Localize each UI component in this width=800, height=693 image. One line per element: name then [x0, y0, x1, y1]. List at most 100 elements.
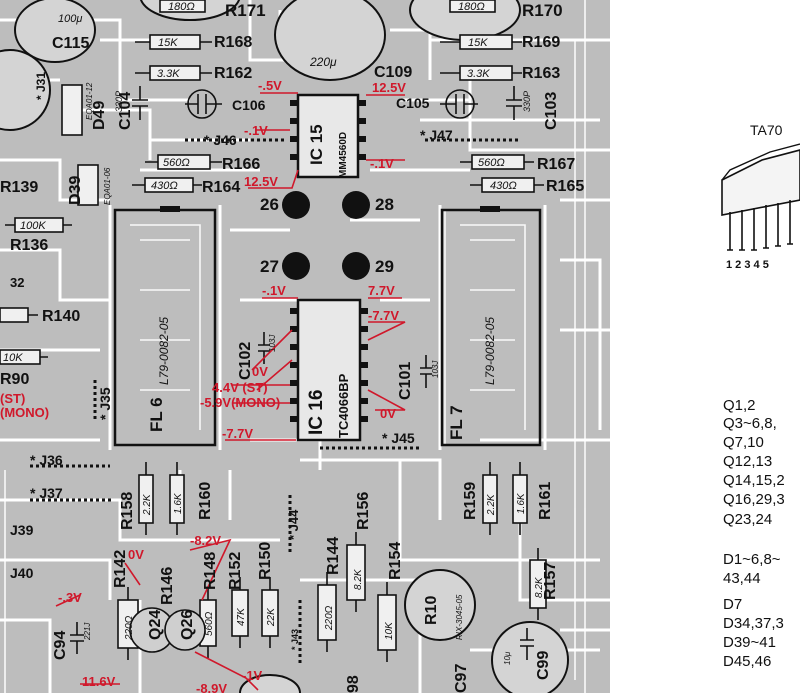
svg-text:D49: D49: [91, 101, 108, 130]
svg-text:180Ω: 180Ω: [458, 1, 485, 13]
pcb-layout: R171 R170 180Ω 180Ω 100μ C115 R168 R169 …: [0, 0, 610, 693]
legend-item: Q14,15,2: [723, 472, 785, 489]
svg-text:11.6V: 11.6V: [82, 674, 116, 689]
svg-text:-.1V: -.1V: [370, 156, 394, 171]
svg-text:EQA01-12: EQA01-12: [85, 82, 94, 120]
svg-text:R169: R169: [522, 34, 560, 51]
svg-text:C115: C115: [52, 35, 89, 52]
svg-text:R144: R144: [325, 537, 342, 575]
svg-text:430Ω: 430Ω: [151, 180, 178, 192]
svg-text:R148: R148: [202, 552, 219, 590]
svg-text:R158: R158: [119, 492, 136, 530]
svg-text:0V: 0V: [380, 406, 396, 421]
pad-28: [342, 191, 370, 219]
svg-text:-5.9V(MONO): -5.9V(MONO): [200, 395, 280, 410]
svg-text:29: 29: [375, 257, 394, 276]
svg-text:560Ω: 560Ω: [163, 157, 190, 169]
svg-text:FL 7: FL 7: [447, 405, 466, 440]
svg-text:-7.7V: -7.7V: [368, 308, 399, 323]
svg-text:R136: R136: [10, 237, 48, 254]
svg-text:(ST): (ST): [0, 391, 25, 406]
copper-traces: [0, 0, 610, 693]
svg-text:15K: 15K: [468, 37, 488, 49]
svg-text:560Ω: 560Ω: [478, 157, 505, 169]
svg-text:26: 26: [260, 195, 279, 214]
svg-text:C94: C94: [52, 631, 69, 660]
svg-text:8.2K: 8.2K: [534, 576, 545, 598]
svg-text:103J: 103J: [268, 334, 277, 352]
svg-text:R166: R166: [222, 156, 260, 173]
pad-27: [282, 252, 310, 280]
svg-text:D39: D39: [67, 176, 84, 205]
svg-text:R171: R171: [225, 1, 266, 20]
svg-text:330P: 330P: [522, 91, 532, 112]
svg-text:100K: 100K: [20, 220, 46, 232]
svg-text:R165: R165: [546, 178, 584, 195]
svg-text:C104: C104: [117, 92, 134, 130]
legend-item: D1~6,8~: [723, 551, 781, 568]
svg-text:560Ω: 560Ω: [204, 611, 215, 636]
svg-text:C105: C105: [396, 95, 430, 111]
ic-pin-numbers: 1 2 3 4 5: [726, 259, 769, 271]
svg-text:R159: R159: [462, 482, 479, 520]
svg-text:-8.9V: -8.9V: [196, 681, 227, 693]
ic-package-drawing: TA70 1 2 3 4 5: [721, 122, 800, 271]
svg-text:32: 32: [10, 275, 24, 290]
svg-text:C99: C99: [535, 651, 552, 680]
legend-item: Q23,24: [723, 511, 773, 528]
svg-text:R170: R170: [522, 1, 563, 20]
svg-text:R142: R142: [112, 550, 129, 588]
svg-text:MM4560D: MM4560D: [338, 132, 349, 178]
svg-text:98: 98: [345, 675, 362, 693]
legend-item: Q12,13: [723, 453, 773, 470]
svg-text:-8.2V: -8.2V: [190, 533, 221, 548]
svg-text:L79-0082-05: L79-0082-05: [157, 317, 171, 385]
svg-text:2.2K: 2.2K: [486, 493, 497, 516]
legend-panel: TA70 1 2 3 4 5 Q1,2 Q3~6,8, Q7,10 Q12,13…: [612, 0, 800, 693]
legend-item: Q1,2: [723, 397, 756, 414]
svg-text:R163: R163: [522, 65, 560, 82]
svg-text:R161: R161: [537, 482, 554, 520]
svg-text:-1V: -1V: [242, 668, 263, 683]
ic16-body: [296, 298, 362, 442]
svg-text:C97: C97: [453, 664, 470, 693]
svg-text:221J: 221J: [83, 622, 92, 641]
svg-text:R139: R139: [0, 179, 38, 196]
svg-text:R157: R157: [542, 562, 559, 600]
svg-text:Q26: Q26: [179, 610, 196, 640]
svg-text:28: 28: [375, 195, 394, 214]
svg-text:1.6K: 1.6K: [173, 492, 184, 514]
svg-text:EQA01-06: EQA01-06: [103, 167, 112, 205]
svg-text:0V: 0V: [128, 547, 144, 562]
svg-text:8.2K: 8.2K: [353, 568, 364, 590]
svg-text:10K: 10K: [384, 621, 395, 640]
svg-text:12.5V: 12.5V: [244, 174, 278, 189]
svg-text:FL 6: FL 6: [147, 397, 166, 432]
pcb-drawing: R171 R170 180Ω 180Ω 100μ C115 R168 R169 …: [0, 0, 610, 693]
svg-text:10K: 10K: [3, 352, 23, 364]
svg-text:0V: 0V: [252, 364, 268, 379]
svg-text:C102: C102: [237, 342, 254, 380]
svg-text:220μ: 220μ: [309, 55, 337, 69]
svg-text:10μ: 10μ: [503, 651, 512, 665]
legend-item: D45,46: [723, 653, 772, 670]
svg-text:15K: 15K: [158, 37, 178, 49]
svg-text:(MONO): (MONO): [0, 405, 49, 420]
legend-item: D34,37,3: [723, 615, 784, 632]
svg-text:C101: C101: [397, 362, 414, 400]
legend-item: D7: [723, 596, 743, 613]
svg-text:-.1V: -.1V: [244, 123, 268, 138]
svg-text:J39: J39: [10, 522, 34, 538]
svg-text:TC4066BP: TC4066BP: [336, 373, 351, 438]
svg-text:103J: 103J: [431, 360, 440, 378]
svg-text:R168: R168: [214, 34, 252, 51]
svg-text:IC 15: IC 15: [307, 124, 326, 165]
diode-r10-body: [404, 569, 476, 641]
svg-text:* J37: * J37: [30, 485, 63, 501]
svg-text:2.2K: 2.2K: [142, 493, 153, 516]
legend-item: Q7,10: [723, 434, 764, 451]
svg-text:* J36: * J36: [30, 452, 63, 468]
svg-text:Q24: Q24: [147, 610, 164, 640]
svg-text:220Ω: 220Ω: [124, 615, 135, 641]
svg-text:R154: R154: [387, 542, 404, 580]
